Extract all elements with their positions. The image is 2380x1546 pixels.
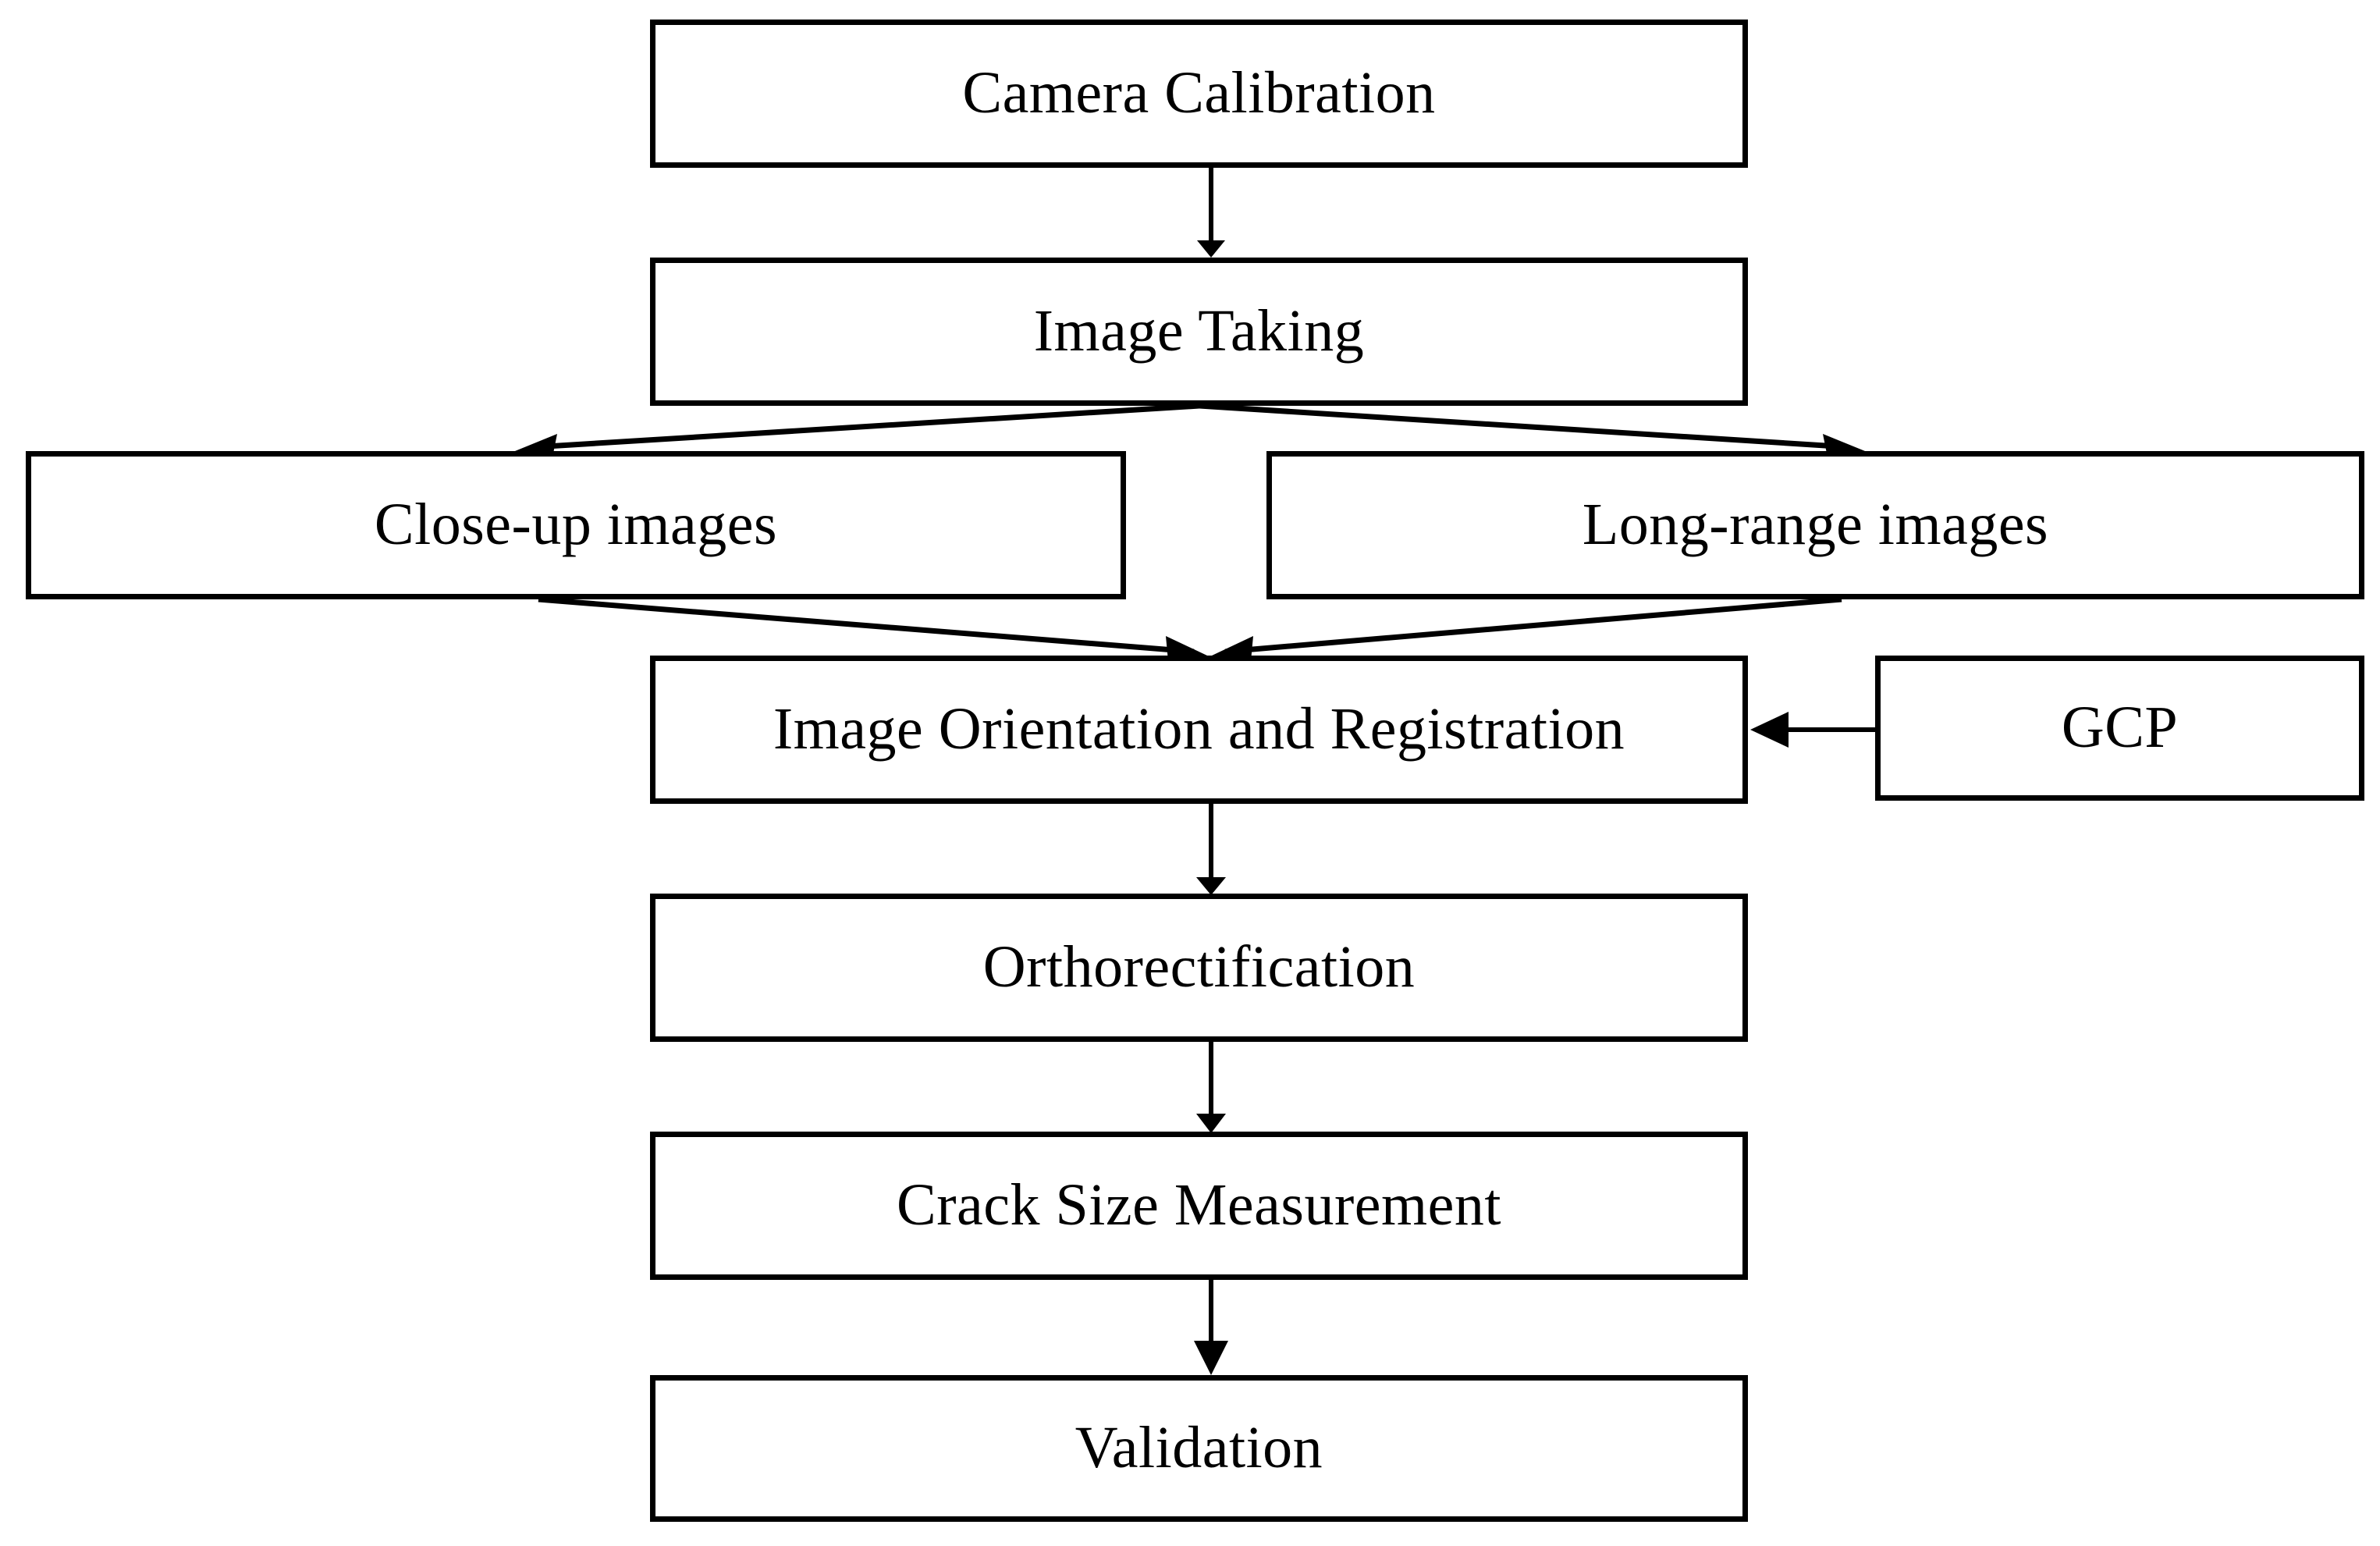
node-label-crack-size-measurement: Crack Size Measurement	[897, 1172, 1501, 1239]
edge-crack-to-validation	[1194, 1280, 1228, 1375]
edge-orientation-to-ortho	[1196, 804, 1226, 895]
edge-ortho-to-crack	[1196, 1042, 1226, 1133]
node-long-range-images[interactable]: Long-range images	[1266, 451, 2364, 599]
node-close-up-images[interactable]: Close-up images	[26, 451, 1126, 599]
node-label-long-range-images: Long-range images	[1582, 492, 2049, 558]
node-label-orthorectification: Orthorectification	[982, 934, 1416, 1000]
node-label-image-taking: Image Taking	[1033, 298, 1365, 364]
edge-calibration-to-taking	[1197, 168, 1225, 258]
node-label-close-up-images: Close-up images	[374, 492, 778, 558]
node-camera-calibration[interactable]: Camera Calibration	[650, 20, 1748, 168]
node-label-gcp: GCP	[2061, 695, 2179, 761]
node-label-validation: Validation	[1075, 1415, 1323, 1481]
node-orthorectification[interactable]: Orthorectification	[650, 894, 1748, 1042]
node-gcp[interactable]: GCP	[1875, 656, 2364, 801]
node-crack-size-measurement[interactable]: Crack Size Measurement	[650, 1132, 1748, 1280]
node-validation[interactable]: Validation	[650, 1375, 1748, 1522]
node-image-taking[interactable]: Image Taking	[650, 258, 1748, 406]
node-label-camera-calibration: Camera Calibration	[962, 60, 1436, 126]
node-image-orientation-and-registration[interactable]: Image Orientation and Registration	[650, 656, 1748, 804]
node-label-image-orientation-and-registration: Image Orientation and Registration	[773, 696, 1625, 762]
edge-gcp-to-orientation	[1750, 712, 1875, 748]
